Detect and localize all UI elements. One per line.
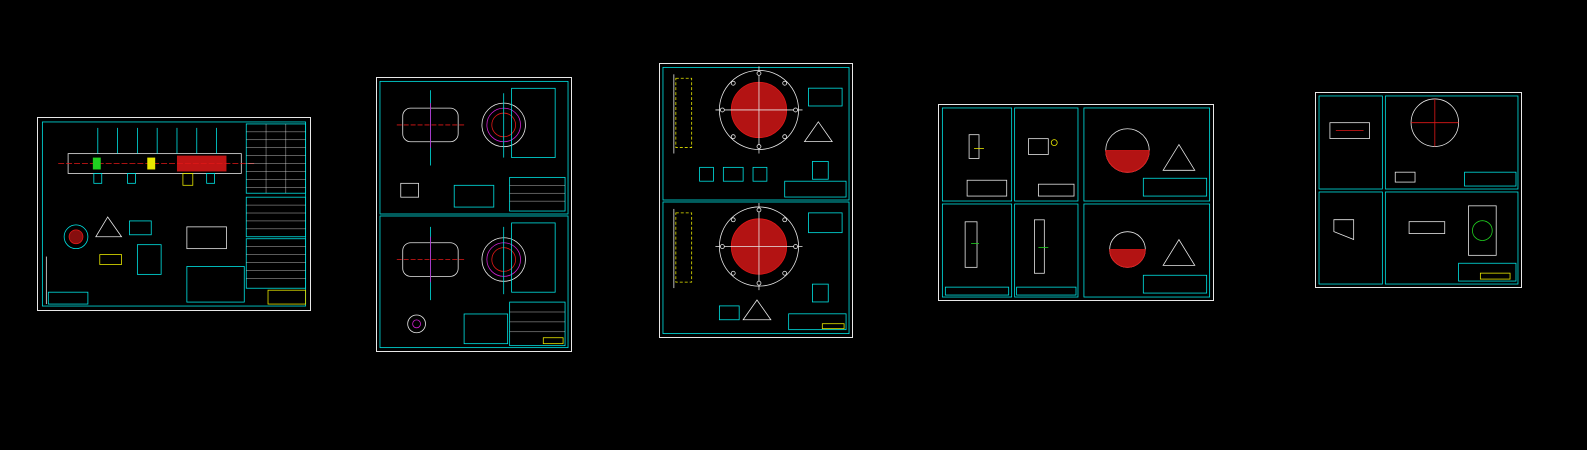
parts-small-drawing [1318, 95, 1519, 285]
drawing-sheet-parts-small[interactable] [1315, 92, 1522, 288]
parts-grid-drawing [941, 107, 1211, 298]
drawing-sheet-parts-grid[interactable] [938, 104, 1214, 301]
drawing-sheet-vessel-pair[interactable] [376, 77, 572, 352]
drawing-sheet-flange-pair[interactable] [659, 63, 853, 338]
assembly-drawing [41, 121, 307, 307]
vessel-pair-drawing [379, 80, 569, 349]
drawing-sheet-assembly[interactable] [37, 117, 311, 311]
flange-pair-drawing [662, 66, 850, 335]
